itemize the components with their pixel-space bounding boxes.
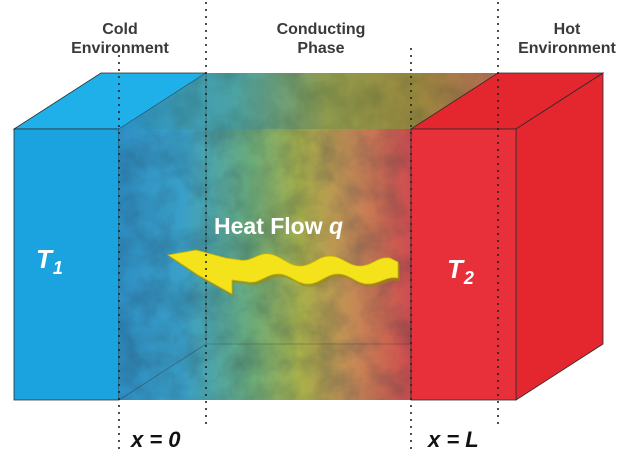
x-zero-label: x = 0 bbox=[131, 427, 181, 452]
heat-flow-label: Heat Flow q bbox=[214, 213, 343, 240]
hot-environment-label: Hot Environment bbox=[504, 20, 630, 58]
cold-environment-label: Cold Environment bbox=[64, 20, 176, 58]
t1-subscript: 1 bbox=[52, 258, 63, 278]
conducting-phase-line1: Conducting bbox=[276, 21, 366, 38]
hot-environment-line2: Environment bbox=[518, 40, 616, 57]
hot-block-front bbox=[410, 128, 517, 401]
hot-block bbox=[409, 72, 605, 401]
t2-main: T bbox=[447, 254, 463, 284]
hot-environment-line1: Hot bbox=[553, 21, 581, 38]
t1-main: T bbox=[36, 244, 52, 274]
cold-block-front bbox=[13, 128, 120, 401]
back-edge-diag bbox=[118, 343, 207, 401]
t1-label: T1 bbox=[36, 244, 63, 279]
t2-subscript: 2 bbox=[463, 268, 474, 288]
conducting-phase-label: Conducting Phase bbox=[265, 20, 377, 58]
heat-flow-text: Heat Flow bbox=[214, 213, 330, 239]
cold-block bbox=[12, 72, 208, 401]
hot-block-side bbox=[515, 72, 604, 401]
t2-label: T2 bbox=[447, 254, 474, 289]
reference-lines bbox=[118, 2, 499, 450]
heat-flow-symbol: q bbox=[329, 213, 344, 239]
x-l-label: x = L bbox=[428, 427, 479, 452]
conducting-phase-line2: Phase bbox=[297, 40, 345, 57]
heat-flow-arrow bbox=[166, 249, 400, 297]
cold-environment-line2: Environment bbox=[71, 40, 169, 57]
cold-environment-line1: Cold bbox=[102, 21, 138, 38]
heat-flow-arrow-body bbox=[166, 249, 399, 295]
conducting-block-top-texture bbox=[119, 73, 498, 129]
